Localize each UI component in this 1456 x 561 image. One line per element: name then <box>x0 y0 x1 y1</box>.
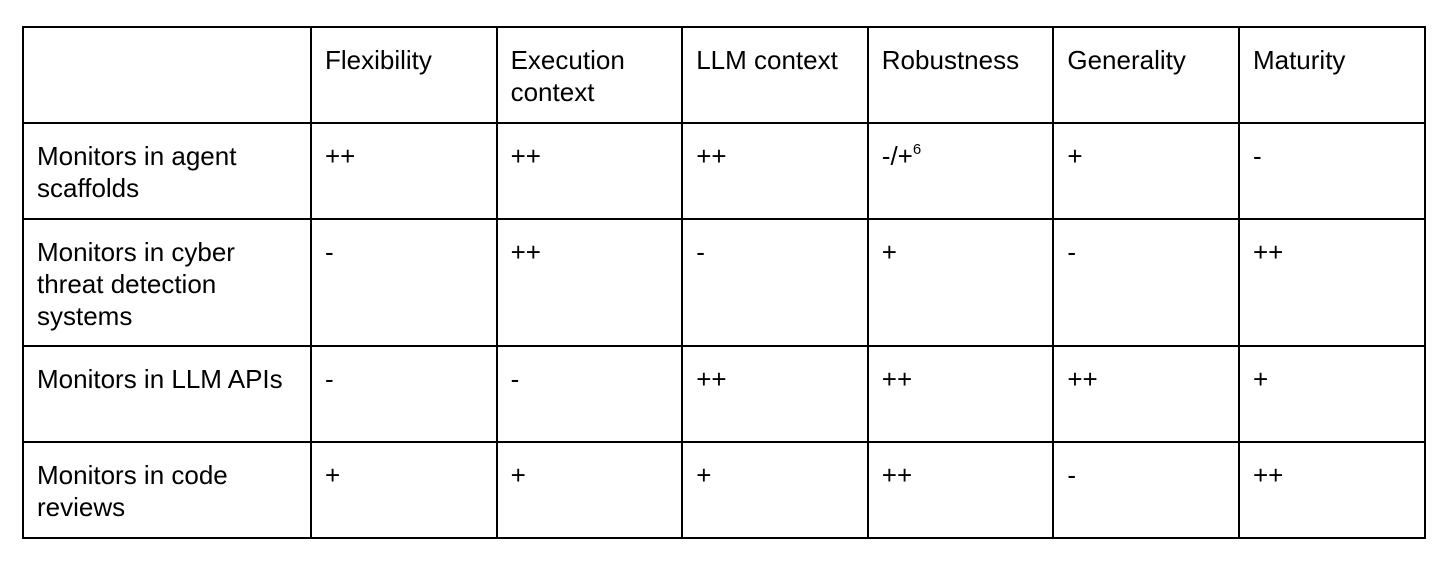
table-cell: - <box>1237 122 1426 220</box>
header-robustness: Robustness <box>866 26 1055 124</box>
table-cell: + <box>866 218 1055 347</box>
table-cell: ++ <box>495 122 684 220</box>
table-row: Monitors in agent scaffolds ++ ++ ++ -/+… <box>22 122 1426 220</box>
table-row: Monitors in code reviews + + + ++ - ++ <box>22 441 1426 539</box>
table-cell: - <box>1052 218 1240 347</box>
table-cell: ++ <box>866 441 1055 539</box>
header-llm-context: LLM context <box>681 26 869 124</box>
table-row: Monitors in cyber threat detection syste… <box>22 218 1426 347</box>
table-cell: ++ <box>1237 441 1426 539</box>
table-cell: -/+6 <box>866 122 1055 220</box>
table-cell: - <box>495 345 684 443</box>
row-label: Monitors in code reviews <box>22 441 312 539</box>
row-label: Monitors in cyber threat detection syste… <box>22 218 312 347</box>
table-cell: - <box>681 218 869 347</box>
table-row: Monitors in LLM APIs - - ++ ++ ++ + <box>22 345 1426 443</box>
table-cell: + <box>1052 122 1240 220</box>
header-flexibility: Flexibility <box>310 26 498 124</box>
table-cell: ++ <box>310 122 498 220</box>
header-row: Flexibility Execution context LLM contex… <box>22 26 1426 124</box>
table-cell: ++ <box>681 122 869 220</box>
row-label: Monitors in agent scaffolds <box>22 122 312 220</box>
table-cell: ++ <box>1237 218 1426 347</box>
table-cell: + <box>681 441 869 539</box>
footnote-marker[interactable]: 6 <box>912 141 922 158</box>
table-cell: + <box>1237 345 1426 443</box>
table-cell: - <box>310 218 498 347</box>
table-cell: - <box>310 345 498 443</box>
table-cell: + <box>310 441 498 539</box>
table-cell: ++ <box>1052 345 1240 443</box>
row-label: Monitors in LLM APIs <box>22 345 312 443</box>
header-generality: Generality <box>1052 26 1240 124</box>
header-maturity: Maturity <box>1237 26 1426 124</box>
cell-value: -/+ <box>881 141 913 171</box>
table-cell: ++ <box>495 218 684 347</box>
corner-cell <box>22 26 312 124</box>
table-cell: ++ <box>681 345 869 443</box>
comparison-table: Flexibility Execution context LLM contex… <box>22 26 1426 539</box>
table-cell: + <box>495 441 684 539</box>
table-cell: ++ <box>866 345 1055 443</box>
header-execution-context: Execution context <box>495 26 684 124</box>
table-cell: - <box>1052 441 1240 539</box>
